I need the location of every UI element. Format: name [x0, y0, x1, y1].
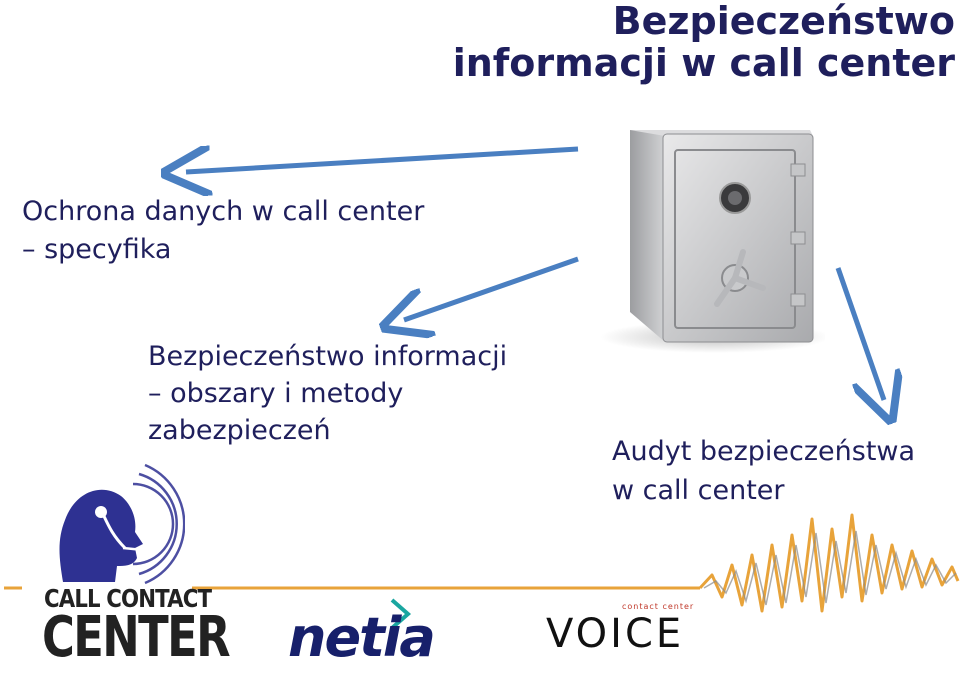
topic-security-audit: Audyt bezpieczeństwa w call center: [612, 432, 915, 510]
callcontact-logo-line-2: CENTER: [42, 605, 231, 670]
sound-wave-icon: [4, 513, 960, 613]
title-line-1: Bezpieczeństwo: [612, 0, 955, 43]
topic-2-line-3: zabezpieczeń: [148, 415, 331, 446]
safe-icon: [600, 130, 825, 353]
netia-chevron-icon: [390, 598, 412, 630]
topic-2-line-2: – obszary i metody: [148, 378, 404, 409]
arrow-to-topic-3: [835, 267, 884, 400]
voice-logo: VOICE: [546, 611, 685, 657]
topic-1-line-2: – specyfika: [22, 234, 172, 265]
title-line-2: informacji w call center: [452, 41, 955, 85]
topic-data-protection: Ochrona danych w call center – specyfika: [22, 193, 424, 269]
arrow-to-topic-2: [404, 256, 579, 320]
callcontact-logo-line-1: CALL CONTACT: [44, 584, 212, 613]
slide-title: Bezpieczeństwo informacji w call center: [440, 0, 955, 84]
topic-3-line-2: w call center: [612, 475, 785, 506]
topic-2-line-1: Bezpieczeństwo informacji: [148, 341, 508, 372]
topic-3-line-1: Audyt bezpieczeństwa: [612, 436, 916, 467]
netia-logo: netia: [288, 606, 436, 669]
headset-person-icon: [59, 463, 185, 585]
topic-information-security: Bezpieczeństwo informacji – obszary i me…: [148, 338, 507, 449]
voice-logo-subtitle: contact center: [622, 602, 695, 611]
topic-1-line-1: Ochrona danych w call center: [22, 196, 425, 227]
arrow-to-topic-1: [186, 149, 579, 172]
